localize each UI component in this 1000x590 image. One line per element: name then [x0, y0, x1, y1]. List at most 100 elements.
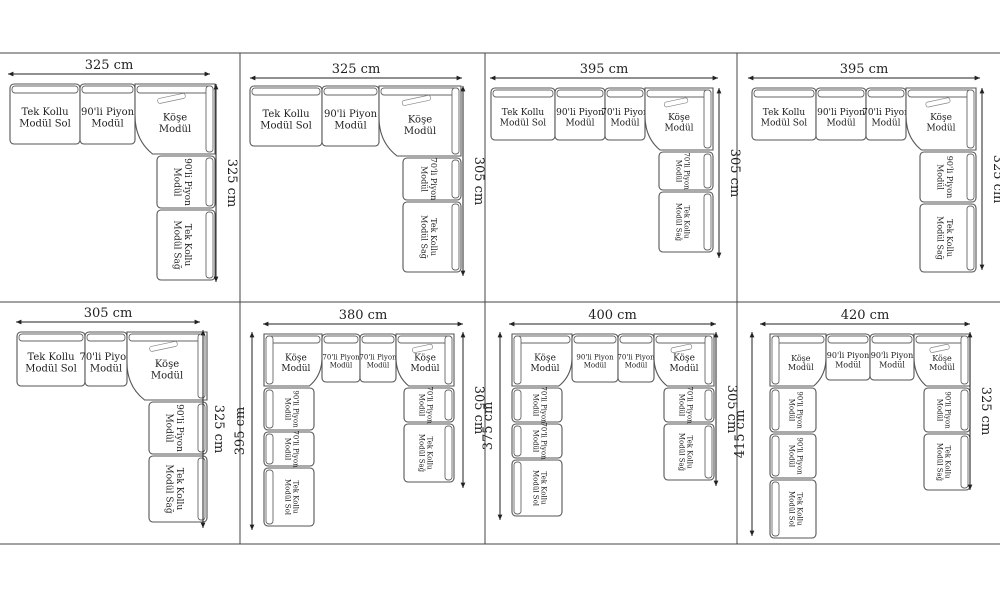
svg-text:Modül Sağ: Modül Sağ [418, 434, 426, 473]
height-dimension-label: 325 cm [224, 159, 239, 208]
svg-text:70'li Piyon: 70'li Piyon [79, 352, 133, 363]
svg-text:Tek Kollu: Tek Kollu [683, 206, 691, 239]
height-dimension-label-left: 415 cm [733, 410, 748, 459]
svg-text:Modül Sol: Modül Sol [260, 120, 312, 131]
svg-text:70'li Piyon: 70'li Piyon [540, 386, 548, 424]
svg-text:Modül: Modül [530, 364, 559, 374]
svg-text:90'li Piyon: 90'li Piyon [576, 353, 614, 361]
svg-text:Köşe: Köşe [163, 112, 187, 123]
svg-text:Modül Sağ: Modül Sağ [678, 433, 686, 472]
svg-text:Tek Kollu: Tek Kollu [292, 481, 300, 514]
height-dimension-label: 305 cm [471, 157, 486, 206]
height-dimension-label-right: 305 cm [471, 386, 486, 435]
svg-text:Modül Sol: Modül Sol [788, 491, 796, 528]
height-dimension-label-right: 305 cm [724, 385, 739, 434]
svg-text:Modül Sol: Modül Sol [19, 118, 71, 129]
svg-text:Modül: Modül [788, 399, 796, 422]
svg-text:Modül: Modül [418, 394, 426, 417]
svg-text:Köşe: Köşe [534, 354, 556, 364]
svg-text:Köşe: Köşe [285, 354, 307, 364]
svg-text:Köşe: Köşe [155, 359, 179, 370]
svg-text:90'li Piyon: 90'li Piyon [324, 109, 378, 120]
svg-text:Modül: Modül [879, 360, 905, 369]
svg-text:Tek Kollu: Tek Kollu [182, 224, 192, 267]
width-dimension-label: 395 cm [840, 62, 889, 77]
svg-text:90'li Piyon: 90'li Piyon [871, 351, 913, 360]
svg-text:Tek Kollu: Tek Kollu [796, 493, 804, 526]
svg-text:Modül: Modül [367, 361, 390, 369]
svg-text:Modül: Modül [835, 360, 861, 369]
svg-text:Modül: Modül [532, 394, 540, 417]
svg-text:Modül: Modül [936, 164, 945, 190]
svg-text:Modül Sağ: Modül Sağ [936, 443, 944, 482]
svg-text:Tek Kollu: Tek Kollu [945, 219, 954, 257]
svg-text:Modül: Modül [625, 361, 648, 369]
svg-text:Modül Sol: Modül Sol [500, 118, 547, 128]
svg-text:Modül: Modül [330, 361, 353, 369]
svg-text:90'li Piyon: 90'li Piyon [81, 107, 135, 118]
width-dimension-label: 420 cm [841, 308, 890, 323]
svg-text:Modül: Modül [936, 399, 944, 422]
svg-text:Modül Sol: Modül Sol [25, 363, 77, 374]
svg-text:Modül Sol: Modül Sol [532, 470, 540, 507]
svg-text:Modül Sağ: Modül Sağ [675, 203, 683, 242]
svg-text:Modül Sağ: Modül Sağ [420, 215, 429, 259]
svg-text:Modül Sol: Modül Sol [284, 479, 292, 516]
svg-text:Modül: Modül [410, 364, 439, 374]
svg-text:Tek Kollu: Tek Kollu [27, 352, 75, 363]
svg-text:70'li Piyon: 70'li Piyon [426, 386, 434, 424]
svg-text:70'li Piyon: 70'li Piyon [540, 422, 548, 460]
svg-text:90'li Piyon: 90'li Piyon [174, 404, 184, 452]
svg-text:Modül: Modül [788, 445, 796, 468]
svg-text:Modül: Modül [788, 363, 814, 372]
svg-text:Tek Kollu: Tek Kollu [429, 218, 438, 256]
svg-text:Tek Kollu: Tek Kollu [540, 472, 548, 505]
svg-text:90'li Piyon: 90'li Piyon [944, 391, 952, 429]
svg-text:70'li Piyon: 70'li Piyon [292, 430, 300, 468]
svg-text:Tek Kollu: Tek Kollu [262, 109, 310, 120]
svg-text:Modül: Modül [584, 361, 607, 369]
